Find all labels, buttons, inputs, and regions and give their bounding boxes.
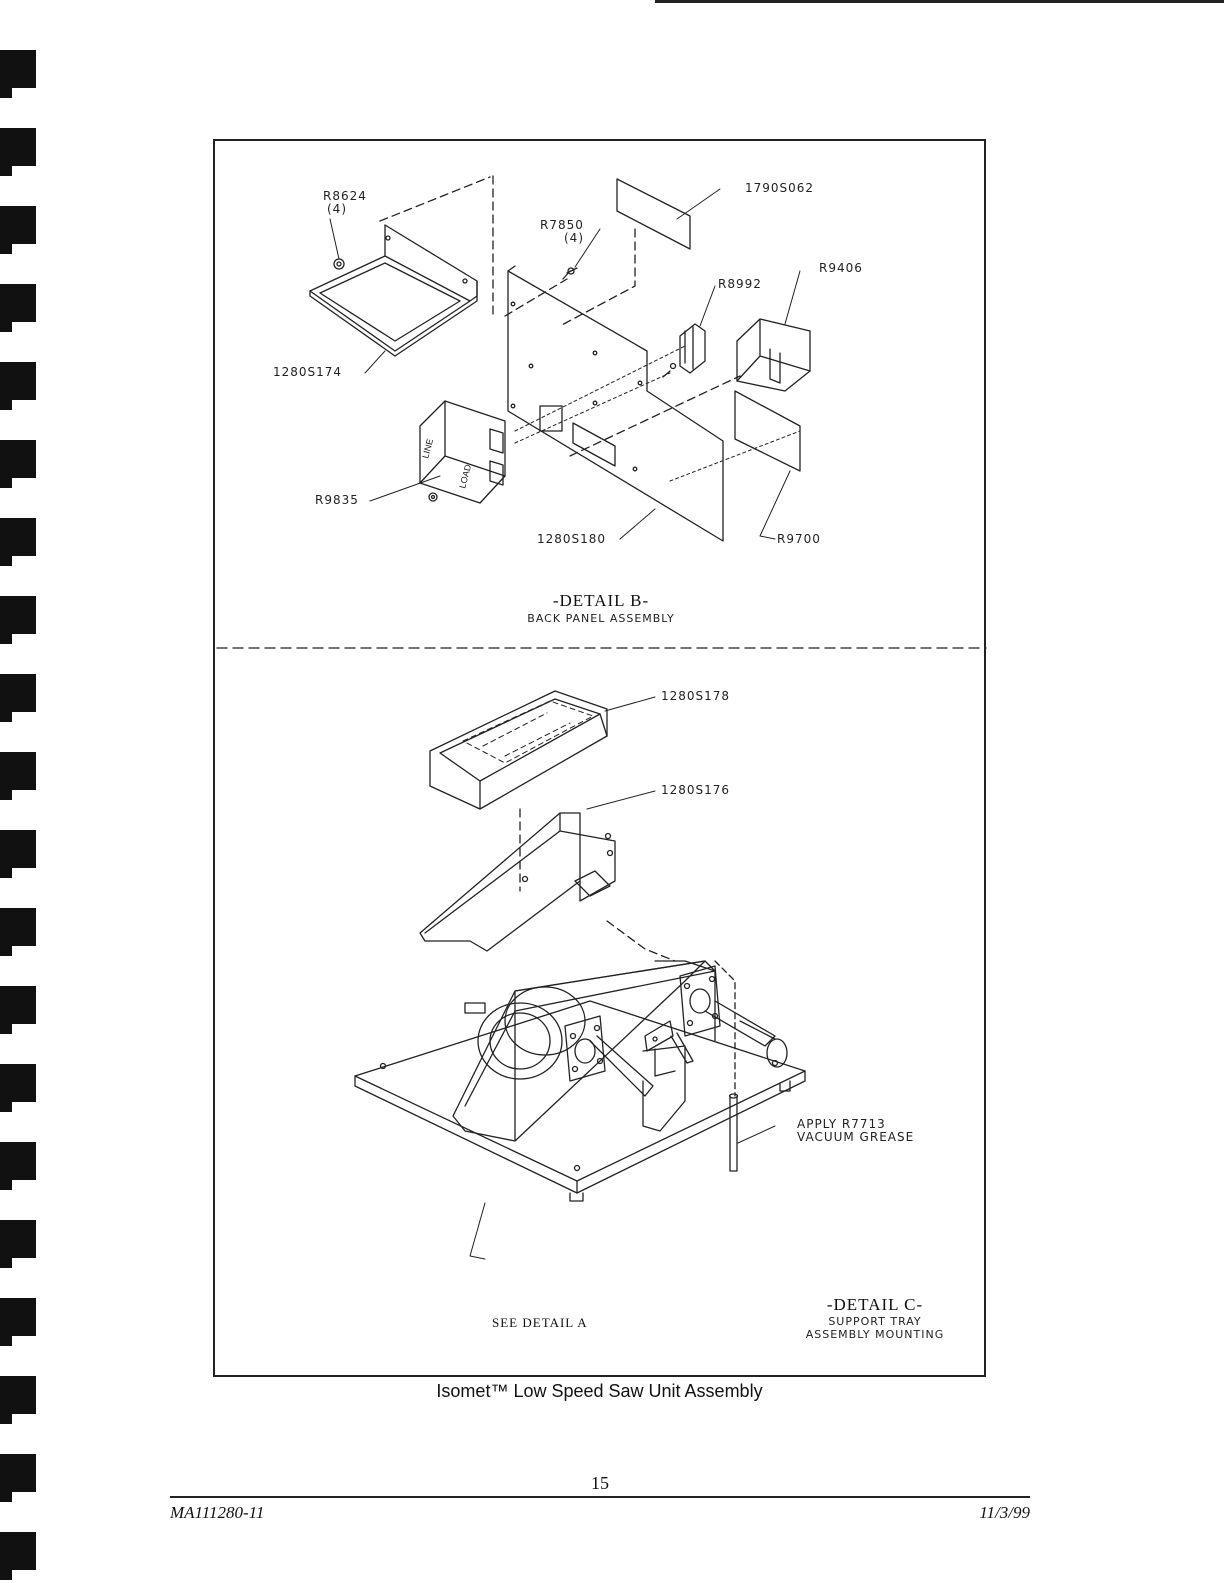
svg-text:LINE: LINE [420, 438, 435, 460]
callout-r9406: R9406 [819, 262, 863, 275]
bracket-1280s174 [310, 225, 477, 356]
callout-1280s178: 1280S178 [661, 690, 730, 703]
detail-c-subtitle-2: ASSEMBLY MOUNTING [775, 1329, 975, 1341]
detail-c-subtitle-1: SUPPORT TRAY [790, 1316, 960, 1328]
callout-r8624-qty: (4) [327, 203, 347, 216]
front-block [565, 1016, 653, 1096]
micrometer [705, 1001, 787, 1067]
callout-r8992: R8992 [718, 278, 762, 291]
label-plate-1790s062 [617, 179, 690, 249]
detail-b-title: -DETAIL B- [501, 591, 701, 611]
clip [643, 1046, 685, 1131]
callout-1790s062: 1790S062 [745, 182, 814, 195]
callout-r9700: R9700 [777, 533, 821, 546]
meter-r9406 [737, 319, 810, 391]
svg-text:LOAD: LOAD [457, 463, 473, 490]
callout-1280s176: 1280S176 [661, 784, 730, 797]
callout-r9835: R9835 [315, 494, 359, 507]
figure-caption: Isomet™ Low Speed Saw Unit Assembly [213, 1381, 986, 1402]
footer-date: 11/3/99 [979, 1503, 1030, 1523]
callout-1280s174: 1280S174 [273, 366, 342, 379]
figure-frame: LINE LOAD [213, 139, 986, 1377]
callout-1280s180: 1280S180 [537, 533, 606, 546]
binding-holes [0, 0, 40, 1583]
top-rule [655, 0, 1224, 3]
switch-r8992 [680, 324, 705, 373]
back-panel-1280s180 [508, 266, 723, 541]
footer-rule [170, 1496, 1030, 1498]
nut-r8624 [334, 259, 344, 269]
page-number: 15 [560, 1473, 640, 1494]
assembly-drawing: LINE LOAD [215, 141, 988, 1379]
callout-see-detail-a: SEE DETAIL A [492, 1315, 588, 1331]
support-1280s176 [420, 813, 615, 951]
footer-doc-id: MA111280-11 [170, 1503, 264, 1523]
tray-1280s178 [430, 691, 607, 809]
callout-apply-line2: VACUUM GREASE [797, 1131, 914, 1144]
detail-c-title: -DETAIL C- [790, 1295, 960, 1315]
screw-r7850 [563, 268, 577, 279]
callout-r7850-qty: (4) [564, 232, 584, 245]
label-plate-r9700 [735, 391, 800, 471]
detail-b-subtitle: BACK PANEL ASSEMBLY [471, 613, 731, 625]
relay-r9835: LINE LOAD [420, 401, 505, 503]
